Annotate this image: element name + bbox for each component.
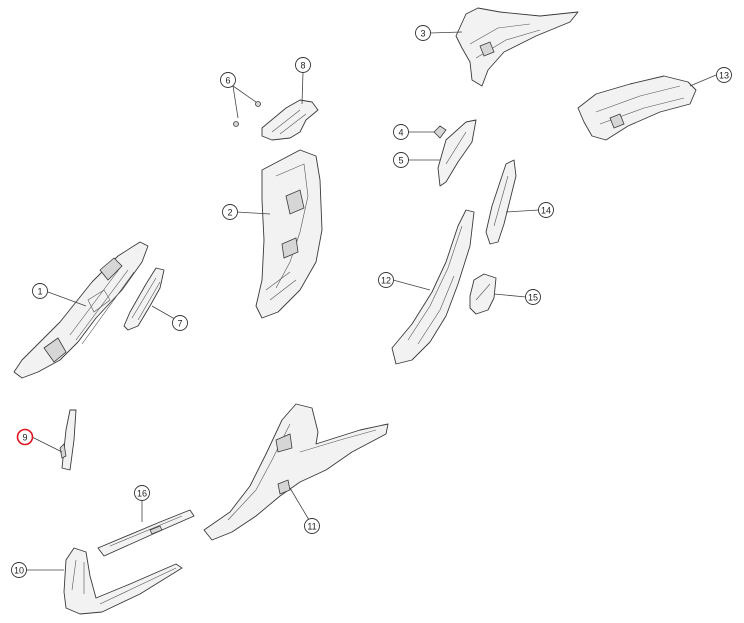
callout-circle-3 [415,25,431,41]
part-2-b-pillar-upper-trim [255,149,323,319]
callout-number-16: 16 [137,489,147,499]
callout-1: 1 [32,283,48,299]
callout-number-13: 13 [719,71,729,81]
callout-number-14: 14 [541,206,551,216]
callout-6: 6 [220,72,236,88]
part-16-scuff-plate [97,509,195,557]
part-1-a-pillar-trim [13,241,149,379]
callout-12: 12 [378,272,394,288]
part-4-clip [433,125,447,139]
callout-15: 15 [525,289,541,305]
callout-number-11: 11 [307,522,316,532]
part-14-bracket [485,159,517,245]
callout-circle-8 [295,57,311,73]
part-5-trim-piece [437,119,477,187]
callout-number-10: 10 [14,566,24,576]
callout-circle-6 [220,72,236,88]
callout-number-3: 3 [420,29,425,39]
part-15-bracket [469,273,497,315]
callout-3: 3 [415,25,431,41]
callout-10: 10 [11,562,27,578]
callout-13: 13 [716,67,732,83]
callout-number-9: 9 [22,433,27,443]
part-6-fasteners [233,101,261,127]
callout-circle-4 [393,124,409,140]
callout-number-8: 8 [300,61,305,71]
part-10-rear-sill-trim [63,547,183,615]
callout-number-2: 2 [227,208,232,218]
part-12-lower-trim [391,209,475,365]
callout-2: 2 [222,204,238,220]
callout-16: 16 [134,485,150,501]
part-8-upper-bracket [261,99,319,141]
callout-circle-16 [134,485,150,501]
callout-9: 9 [16,428,34,446]
callout-number-1: 1 [37,287,42,297]
part-7-bracket [123,267,165,331]
part-3-upper-trim [455,7,579,87]
callout-number-15: 15 [528,293,538,303]
callout-circle-15 [525,289,541,305]
callout-circle-14 [538,202,554,218]
callout-circle-10 [11,562,27,578]
callout-7: 7 [172,315,188,331]
part-9-strip [59,409,77,471]
callout-circle-13 [716,67,732,83]
callout-number-7: 7 [177,319,182,329]
callout-circle-2 [222,204,238,220]
callout-circle-12 [378,272,394,288]
callout-number-6: 6 [225,76,230,86]
callout-number-4: 4 [398,128,403,138]
callout-circle-1 [32,283,48,299]
callout-5: 5 [393,152,409,168]
callout-circle-9 [16,428,34,446]
callout-circle-7 [172,315,188,331]
callout-11: 11 [304,518,320,534]
callout-4: 4 [393,124,409,140]
callout-number-5: 5 [398,156,403,166]
part-13-bracket [577,75,697,141]
callout-circle-11 [304,518,320,534]
callout-circle-5 [393,152,409,168]
callout-number-12: 12 [381,276,391,286]
callout-14: 14 [538,202,554,218]
callout-8: 8 [295,57,311,73]
part-11-sill-trim [203,403,389,541]
